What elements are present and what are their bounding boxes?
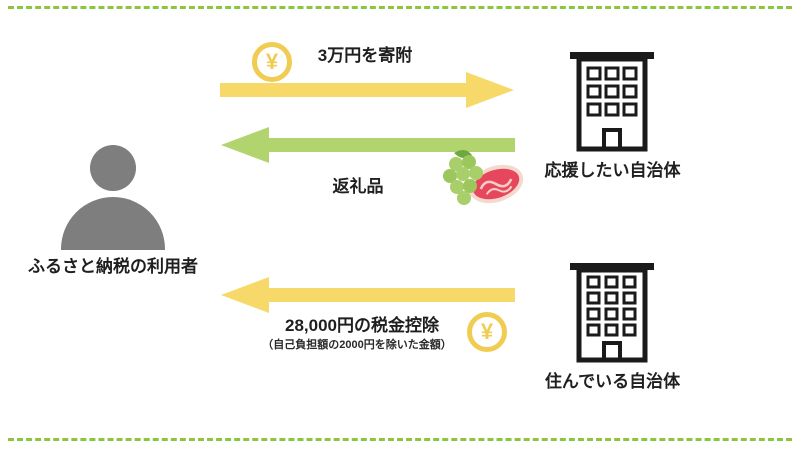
deduction-label: 28,000円の税金控除 [285, 316, 439, 335]
donation-label: 3万円を寄附 [317, 46, 413, 65]
person-icon-body [61, 197, 165, 250]
top-dashed-border [8, 6, 792, 9]
yen-symbol: ¥ [265, 49, 279, 74]
top-municipality-label: 応援したい自治体 [544, 161, 681, 180]
deduction-note: （自己負担額の2000円を除いた金額） [262, 339, 452, 351]
bottom-dashed-border [8, 438, 792, 441]
donation-arrow-right-icon [220, 72, 514, 108]
bottom-municipality-label: 住んでいる自治体 [544, 372, 681, 391]
gift-label: 返礼品 [332, 177, 384, 196]
building-icon-bottom [570, 263, 654, 363]
building-icon-top [570, 52, 654, 152]
person-icon [90, 145, 136, 191]
gift-icon [443, 149, 524, 205]
yen-coin-icon: ¥ [252, 42, 292, 82]
gift-arrow-left-icon [221, 127, 515, 163]
yen-symbol: ¥ [480, 319, 494, 344]
yen-coin-icon: ¥ [467, 312, 507, 352]
deduction-arrow-left-icon [221, 277, 515, 313]
user-label: ふるさと納税の利用者 [28, 257, 198, 276]
